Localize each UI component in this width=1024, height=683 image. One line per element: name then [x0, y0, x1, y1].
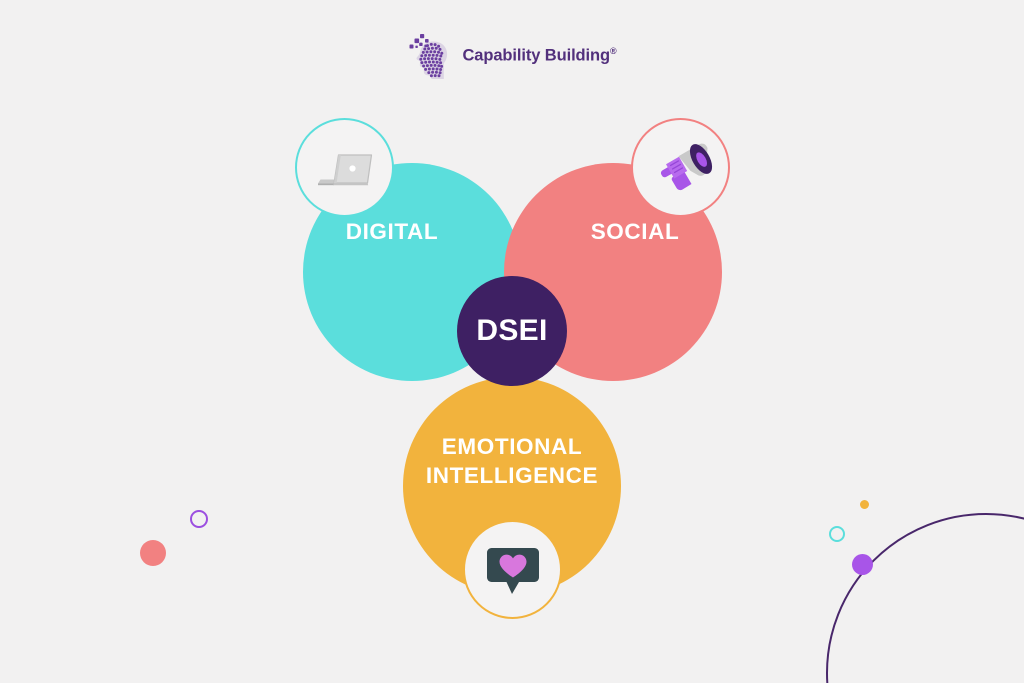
- megaphone-icon: [649, 138, 713, 198]
- orange-dot-decoration: [860, 500, 869, 509]
- social-icon-badge[interactable]: [631, 118, 730, 217]
- laptop-icon: [314, 145, 376, 191]
- puzzle-head-icon: [407, 32, 451, 80]
- venn-lobe-emotional-intelligence-label: EMOTIONAL INTELLIGENCE: [426, 433, 598, 491]
- cyan-ring-decoration: [829, 526, 845, 542]
- brand-name-text: Capability Building: [462, 46, 610, 65]
- brand-name: Capability Building®: [462, 46, 616, 66]
- purple-ring-small-decoration: [190, 510, 208, 528]
- venn-center-dsei-label: DSEI: [476, 313, 548, 347]
- venn-lobe-social-label: SOCIAL: [590, 218, 680, 244]
- venn-lobe-digital-label: DIGITAL: [345, 218, 439, 244]
- heart-speech-bubble-icon: [483, 542, 543, 598]
- venn-center-dsei[interactable]: DSEI: [457, 276, 567, 386]
- digital-icon-badge[interactable]: [295, 118, 394, 217]
- coral-dot-decoration: [140, 540, 166, 566]
- purple-dot-decoration: [852, 554, 873, 575]
- venn-lobe-ei-label-line2: INTELLIGENCE: [425, 463, 599, 488]
- registered-trademark-symbol: ®: [609, 46, 617, 57]
- emotional-intelligence-icon-badge[interactable]: [463, 520, 562, 619]
- brand-header: Capability Building®: [0, 32, 1024, 80]
- venn-lobe-ei-label-line1: EMOTIONAL: [441, 434, 583, 460]
